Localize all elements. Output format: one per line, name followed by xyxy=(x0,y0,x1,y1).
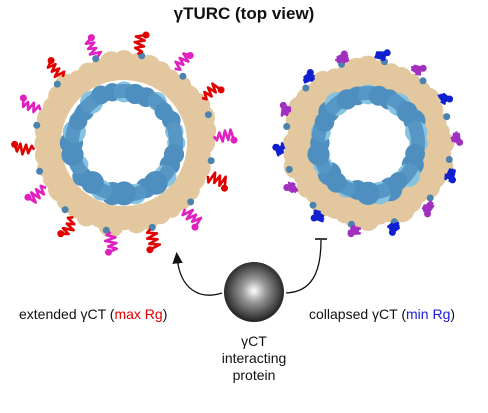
outer-ring-accent xyxy=(207,157,215,165)
extended-label-suffix: ) xyxy=(162,306,168,322)
gamma-ct-tail-head xyxy=(57,230,65,238)
central-pore xyxy=(102,121,146,165)
gamma-ct-tail xyxy=(387,221,400,234)
gamma-ct-tail xyxy=(313,209,325,223)
outer-ring-accent xyxy=(445,156,453,163)
outer-ring-accent xyxy=(179,72,187,80)
gamma-ct-tail-head xyxy=(186,52,194,59)
gamma-ct-tail xyxy=(174,52,191,71)
collapsed-ring xyxy=(272,49,464,238)
gamma-ct-tail-head xyxy=(306,69,314,76)
collapsed-label: collapsed γCT (min Rg) xyxy=(309,306,455,322)
gamma-ct-tail xyxy=(60,216,76,236)
gamma-ct-tail xyxy=(274,142,286,157)
gamma-ct-tail-head xyxy=(340,50,348,58)
outer-ring-accent xyxy=(102,226,110,234)
outer-ring-band xyxy=(39,58,209,228)
gamma-ct-tail-head xyxy=(419,64,427,72)
gamma-ct-tail-head xyxy=(310,214,318,222)
gamma-ct-tail xyxy=(285,181,299,193)
inhibition-line xyxy=(285,239,322,294)
outer-ring-accent xyxy=(302,84,310,92)
gamma-ct-tail xyxy=(201,82,222,101)
gamma-ct-tail xyxy=(347,224,362,235)
gamma-ct-tail xyxy=(335,52,350,64)
outer-ring-accent xyxy=(204,111,212,119)
extended-label-prefix: extended γCT ( xyxy=(19,306,115,322)
activation-arrow xyxy=(172,251,223,296)
gamma-ct-tail xyxy=(437,92,451,105)
gamma-ct-tail xyxy=(181,208,203,228)
gamma-ct-tail-head xyxy=(24,193,32,201)
outer-ring-accent xyxy=(309,201,317,209)
outer-ring-accent xyxy=(187,198,195,206)
gamma-ct-tail-head xyxy=(230,136,238,144)
inner-ring-band xyxy=(65,84,183,202)
gamma-ct-tail-head xyxy=(279,101,287,109)
collapsed-label-suffix: ) xyxy=(450,306,456,322)
interacting-protein-label-line2: interacting xyxy=(221,350,287,366)
outer-ring-band xyxy=(289,64,447,222)
figure-title: γTURC (top view) xyxy=(173,4,315,23)
collapsed-label-prefix: collapsed γCT ( xyxy=(309,306,407,322)
gamma-ct-tail xyxy=(410,64,424,76)
gamma-ct-tail-head xyxy=(146,246,154,254)
outer-ring-accent xyxy=(443,113,451,121)
gamma-ct-tail-head xyxy=(283,184,291,191)
gamma-ct-tail-head xyxy=(272,143,280,151)
gamma-ct-tail-head xyxy=(142,31,150,39)
gamma-ct-tail-head xyxy=(217,86,225,94)
gamma-ct-tail xyxy=(145,228,162,251)
gamma-ct-tail-head xyxy=(87,34,95,42)
gamma-ct-tail xyxy=(21,97,42,114)
gamma-ct-tail-head xyxy=(456,138,464,146)
gamma-ct-tail xyxy=(133,33,147,56)
gamma-ct-tail-head xyxy=(11,140,19,148)
outer-ring-accent xyxy=(283,123,291,130)
outer-ring-accent xyxy=(33,121,41,129)
gamma-ct-tail-head xyxy=(388,228,396,236)
gamma-ct-tail xyxy=(206,171,227,189)
outer-ring-accent xyxy=(426,194,434,202)
collapsed-label-highlight: min Rg xyxy=(406,306,451,322)
gamma-ct-tail xyxy=(13,142,36,156)
gamma-ct-tail-head xyxy=(221,184,228,192)
gamma-ct-tail xyxy=(450,131,461,143)
gamma-ct-tail-head xyxy=(449,176,456,184)
extended-label: extended γCT (max Rg) xyxy=(19,306,167,322)
outer-ring-accent xyxy=(36,167,44,175)
gamma-ct-tail-head xyxy=(47,57,55,64)
extended-label-highlight: max Rg xyxy=(114,306,163,322)
gamma-ct-tail xyxy=(421,200,435,215)
gamma-ct-tail-head xyxy=(191,223,199,231)
interacting-protein-sphere xyxy=(224,262,284,322)
central-pore xyxy=(347,122,389,164)
gamma-ct-tail-head xyxy=(424,210,431,218)
gamma-ct-tail xyxy=(444,168,456,182)
interacting-protein-label-line3: protein xyxy=(232,367,276,383)
gamma-ct-tail-head xyxy=(105,248,112,256)
interacting-protein-label: γCT interacting protein xyxy=(200,333,308,384)
gamma-ct-tail xyxy=(103,230,119,254)
gamma-ct-tail-head xyxy=(446,95,454,103)
gamma-ct-tail-head xyxy=(19,94,27,102)
gamma-ct-tail xyxy=(84,36,103,58)
gamma-ct-tail-head xyxy=(347,230,355,238)
interacting-protein-label-line1: γCT xyxy=(241,333,267,349)
gamma-ct-tail xyxy=(302,71,315,84)
gamma-ct-tail xyxy=(212,128,236,143)
gamma-ct-tail xyxy=(46,59,66,79)
gamma-ct-tail xyxy=(27,184,47,204)
outer-ring-accent xyxy=(53,80,61,88)
outer-ring-accent xyxy=(419,77,427,85)
gamma-ct-tail xyxy=(280,105,292,117)
outer-ring-accent xyxy=(285,165,293,173)
inner-ring-band xyxy=(311,86,425,200)
gamma-ct-tail-head xyxy=(383,49,391,57)
outer-ring-accent xyxy=(61,206,69,214)
gamma-ct-tail xyxy=(374,51,388,62)
extended-ring xyxy=(11,31,238,256)
